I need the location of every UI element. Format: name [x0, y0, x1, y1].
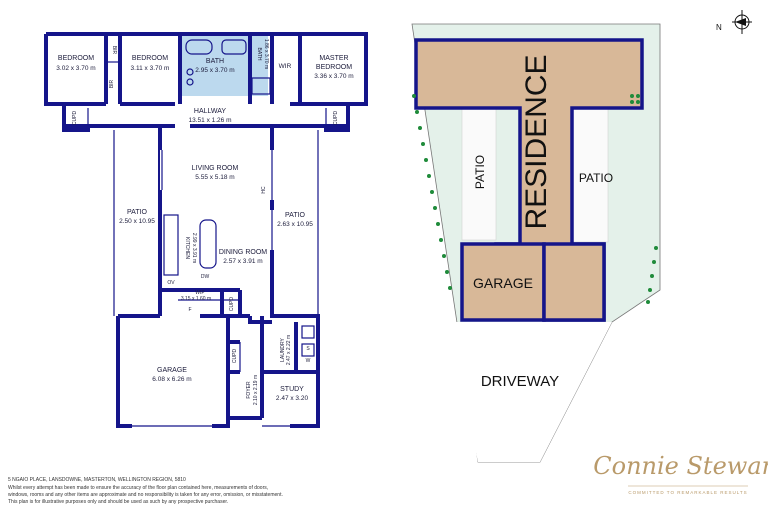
foyer-size: 2.10 x 2.19 m: [253, 375, 259, 405]
bath2-size: 1.86 x 3.70 m: [263, 39, 269, 69]
dryer: [301, 343, 315, 357]
dining-size: 2.57 x 3.91 m: [223, 258, 262, 265]
garage-left-wall: [116, 316, 132, 428]
washer: [301, 325, 315, 339]
foyer-label: FOYER: [246, 381, 252, 399]
north-arrow-icon: N: [716, 10, 752, 34]
cupd-foyer-label: CUPD: [232, 349, 238, 364]
patio-left-area: [461, 107, 497, 241]
site-garage-label: GARAGE: [473, 275, 533, 291]
trees-left: [412, 94, 452, 290]
trees-right: [630, 94, 658, 304]
residence-label: RESIDENCE: [520, 54, 553, 229]
hallway-size: 13.51 x 1.26 m: [189, 117, 232, 124]
site-patio-left-label: PATIO: [473, 155, 487, 189]
bath1-label: BATH: [206, 58, 224, 65]
shower: [251, 77, 271, 95]
garage-size: 6.08 x 6.26 m: [152, 376, 191, 383]
cupd-right-label: CUPD: [333, 111, 339, 126]
laundry-size: 2.47 x 2.22 m: [286, 335, 292, 365]
cupd-center-label: CUPD: [229, 297, 235, 312]
fridge-label: F: [188, 307, 191, 313]
bedroom2-label: BEDROOM: [132, 55, 168, 62]
living-size: 5.55 x 5.18 m: [195, 174, 234, 181]
wip-size: 3.15 x 1.60 m: [181, 296, 211, 302]
site-annex: [542, 242, 606, 322]
master-label-1: MASTER: [319, 55, 348, 62]
study-wall: [270, 296, 320, 428]
wir-label: WIR: [279, 63, 292, 70]
bedroom2-size: 3.11 x 3.70 m: [131, 65, 170, 72]
master-label-2: BEDROOM: [316, 64, 352, 71]
bath-fill: [180, 36, 268, 96]
floor-plan: BEDROOM 3.02 x 3.70 m BIR BIR BEDROOM 3.…: [44, 32, 368, 428]
patio-left-size: 2.50 x 10.95: [119, 218, 155, 225]
w-label: W: [306, 358, 311, 364]
garage-label: GARAGE: [157, 367, 187, 374]
brand-tagline: COMMITTED TO REMARKABLE RESULTS: [628, 490, 747, 495]
footer-disclaimer-3: This plan is for illustrative purposes o…: [8, 499, 229, 505]
bedroom1-size: 3.02 x 3.70 m: [56, 65, 95, 72]
patio-right-size: 2.63 x 10.95: [277, 221, 313, 228]
dw-label: DW: [201, 274, 210, 280]
master-size: 3.36 x 3.70 m: [314, 73, 353, 80]
bir2-label: BIR: [109, 79, 115, 88]
basin: [186, 68, 194, 76]
footer-disclaimer-2: windows, rooms and any other items are a…: [8, 492, 283, 498]
cupd-left-label: CUPD: [72, 111, 78, 126]
kitchen-label: KITCHEN: [184, 237, 190, 259]
site-plan: RESIDENCE GARAGE PATIO PATIO DRIVEWAY N …: [411, 10, 768, 495]
vanity: [221, 39, 247, 55]
bath2-label: BATH: [256, 48, 262, 61]
driveway-label: DRIVEWAY: [481, 373, 559, 390]
kitchen-bench: [163, 214, 179, 276]
patio-left-label: PATIO: [127, 209, 148, 216]
garage-right-wall: [212, 316, 230, 428]
basin: [186, 78, 194, 86]
patio-right-label: PATIO: [285, 212, 306, 219]
s-label: S: [306, 346, 310, 352]
footer-address: 5 NGAIO PLACE, LANSDOWNE, MASTERTON, WEL…: [8, 477, 186, 483]
hc-label: HC: [261, 186, 267, 194]
cupd-left-wall: [62, 104, 90, 132]
laundry-label: LAUNDRY: [280, 337, 286, 361]
cupd-right-wall: [324, 104, 350, 132]
north-label: N: [716, 23, 722, 32]
bedroom-wing-wall: [46, 32, 368, 106]
bath1-size: 2.95 x 3.70 m: [195, 67, 234, 74]
dining-label: DINING ROOM: [219, 249, 267, 256]
living-label: LIVING ROOM: [192, 165, 239, 172]
study-size: 2.47 x 3.20: [276, 395, 309, 402]
brand-logo: Connie Stewart: [593, 452, 768, 480]
patio-right-area: [571, 107, 609, 243]
study-label: STUDY: [280, 386, 304, 393]
hallway-label: HALLWAY: [194, 108, 226, 115]
bathtub: [185, 39, 213, 55]
kitchen-island: [199, 219, 217, 269]
footer-disclaimer-1: Whilst every attempt has been made to en…: [8, 485, 269, 491]
kitchen-size: 2.99 x 3.91 m: [191, 233, 197, 263]
wall-seg: [248, 316, 272, 324]
wip-label: WIP: [195, 290, 205, 296]
site-patio-right-label: PATIO: [579, 171, 613, 185]
bedroom1-label: BEDROOM: [58, 55, 94, 62]
bir1-label: BIR: [111, 46, 117, 55]
ov-label: OV: [167, 280, 175, 286]
bedroom-wing-wall-left: [44, 34, 64, 106]
driveway-area: [448, 322, 612, 462]
